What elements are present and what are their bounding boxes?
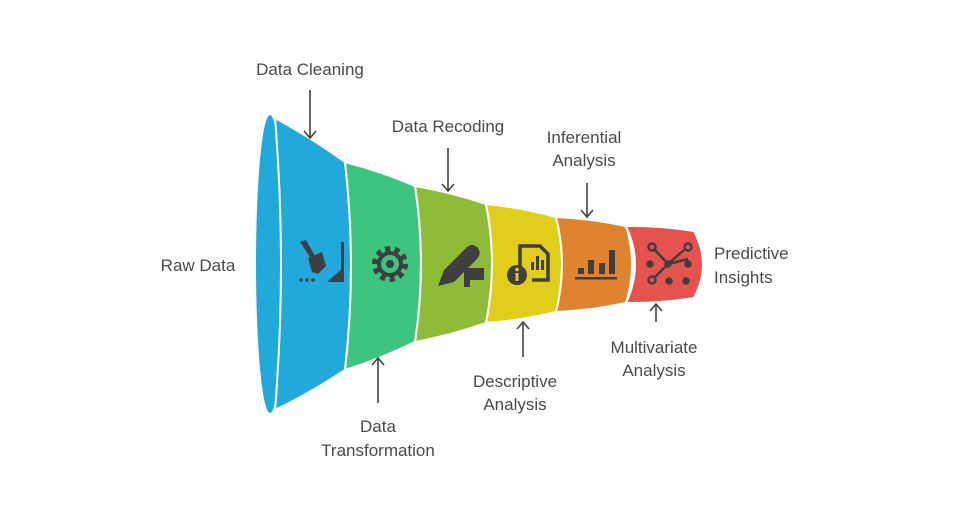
- gear-icon: [372, 246, 408, 282]
- arrow-descriptive: [516, 320, 530, 357]
- pencil-icon: [438, 245, 484, 287]
- label-predictive-1: Predictive: [714, 244, 789, 263]
- funnel-segment-descriptive: [484, 202, 563, 325]
- info-chart-icon: [507, 244, 550, 285]
- label-inferential-2: Analysis: [552, 151, 615, 170]
- arrow-cleaning: [303, 90, 317, 140]
- broom-icon: [299, 240, 344, 282]
- arrow-transformation: [371, 356, 385, 403]
- arrow-inferential: [580, 183, 594, 219]
- label-raw-data: Raw Data: [161, 256, 236, 275]
- label-data-transformation-2: Transformation: [321, 441, 435, 460]
- network-icon: [646, 242, 693, 285]
- label-descriptive-1: Descriptive: [473, 372, 557, 391]
- bar-chart-icon: [575, 250, 617, 280]
- label-data-transformation-1: Data: [360, 417, 396, 436]
- label-predictive-2: Insights: [714, 268, 773, 287]
- label-descriptive-2: Analysis: [483, 395, 546, 414]
- label-multivariate-1: Multivariate: [611, 338, 698, 357]
- label-multivariate-2: Analysis: [622, 361, 685, 380]
- label-inferential-1: Inferential: [547, 128, 622, 147]
- funnel-segment-transformation: [343, 160, 422, 372]
- funnel-mouth: [256, 115, 284, 413]
- label-data-cleaning: Data Cleaning: [256, 60, 364, 79]
- arrow-multivariate: [649, 302, 663, 322]
- mouth-edge: [274, 117, 282, 411]
- label-data-recoding: Data Recoding: [392, 117, 504, 136]
- arrow-recoding: [441, 148, 455, 193]
